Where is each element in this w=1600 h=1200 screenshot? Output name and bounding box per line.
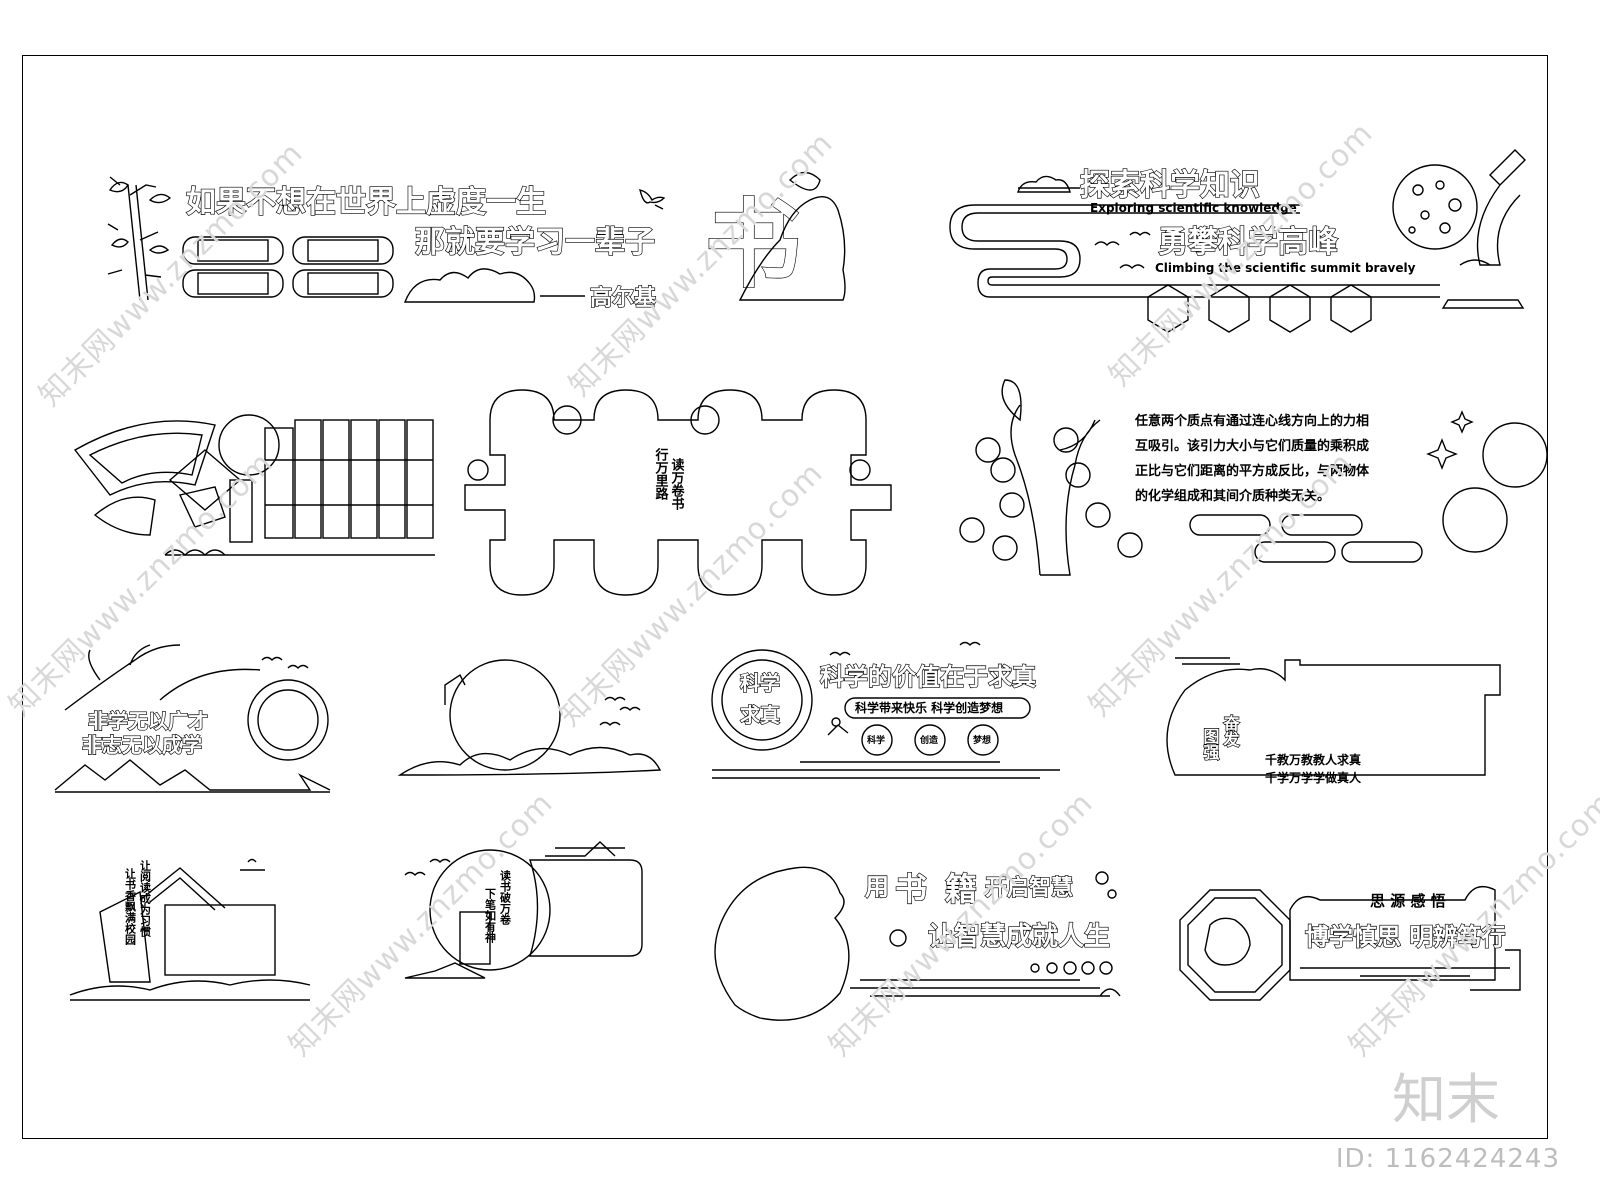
wave-base [69, 979, 311, 1001]
p10-line1: 千教万教教人求真 [1265, 752, 1361, 767]
image-id: ID: 1162424243 [1335, 1144, 1560, 1174]
bird-icon [599, 696, 641, 726]
panel-reading-habit: 让阅读成为习惯 让书香飘满校园 [69, 859, 311, 1001]
p5-col2: 行万里路 [653, 447, 670, 500]
wave-ribbon [949, 204, 1440, 298]
panel-fan-bookshelf [73, 414, 435, 556]
octagon-lattice-frame [1179, 889, 1291, 1001]
reader-silhouette [738, 171, 846, 301]
p9-c2: 创造 [919, 734, 939, 746]
p12-line2: 下笔如有神 [484, 888, 497, 944]
p6-line4: 的化学组成和其间介质种类无关。 [1135, 488, 1330, 504]
p13-line1: 用 [865, 873, 889, 901]
p9-badge1: 科学 [740, 671, 780, 695]
p13-line1c: 籍 [945, 870, 977, 908]
cloud-shape [403, 268, 536, 303]
moon-circle [714, 866, 850, 1021]
p12-line1: 读书破万卷 [499, 869, 513, 925]
panel-read-travel: 读万卷书 行万里路 [464, 389, 892, 596]
p5-col1: 读万卷书 [669, 457, 686, 511]
p2-subtitle: 勇攀科学高峰 [1158, 225, 1338, 260]
p14-main: 博学慎思 明辨笃行 [1305, 923, 1505, 951]
panel-lifelong-learning: 如果不想在世界上虚度一生 那就要学习一辈子 高尔基 书 [107, 171, 846, 312]
p7-line2: 非志无以成学 [82, 733, 202, 757]
mountain-shape [54, 759, 331, 791]
scroll-board [529, 859, 643, 957]
p13-line1d: 开启智慧 [985, 875, 1073, 901]
star-icon [1426, 410, 1474, 470]
p13-line1b: 书 [895, 870, 927, 908]
cloud-shape [1017, 175, 1071, 193]
p11-line2: 让书香飘满校园 [124, 867, 138, 946]
gear-icon [1442, 422, 1548, 553]
p13-line2: 让智慧成就人生 [928, 922, 1110, 952]
p1-line2: 那就要学习一辈子 [415, 225, 655, 260]
fence-panels [264, 419, 434, 539]
p7-line1: 非学无以广才 [88, 709, 208, 733]
badge-circle [711, 649, 813, 751]
microscope-icon [1392, 149, 1526, 309]
moon-circle [429, 849, 551, 971]
p5-vertical-text: 读万卷书 行万里路 [653, 447, 686, 511]
diamond-lattice [168, 449, 242, 511]
round-lattice-frame [247, 679, 329, 761]
panel-science-truth: 科学 求真 科学的价值在于求真 科学带来快乐 科学创造梦想 科学 创造 梦想 [711, 641, 1060, 779]
panel-motto: 思 源 感 悟 博学慎思 明辨笃行 [1179, 886, 1521, 1001]
p10-v1: 奋发 [1221, 714, 1241, 748]
p2-title: 探索科学知识 [1080, 168, 1260, 203]
ornate-frames [182, 236, 394, 298]
panel-explore-science: 探索科学知识 Exploring scientific knowledge 勇攀… [949, 149, 1526, 333]
hexagon-row [1147, 284, 1372, 333]
display-board [164, 904, 276, 976]
p10-line2: 千学万学学做真人 [1265, 770, 1362, 785]
p6-line2: 互吸引。该引力大小与它们质量的乘积成 [1135, 438, 1369, 454]
scalloped-board [1166, 659, 1501, 776]
p1-book-char: 书 [705, 189, 801, 301]
panel-read-books: 读书破万卷 下笔如有神 [404, 841, 643, 979]
molecule-icon [827, 717, 849, 736]
panel-seek-truth: 奋发 图强 千教万教教人求真 千学万学学做真人 [1166, 657, 1501, 785]
moon-circle [449, 659, 561, 771]
p14-top: 思 源 感 悟 [1370, 892, 1446, 910]
panel-wisdom: 用 书 籍 开启智慧 让智慧成就人生 [714, 866, 1121, 1021]
bamboo-icon [107, 176, 172, 301]
drawing-frame [22, 55, 1548, 1139]
fan-icon [73, 420, 216, 496]
p9-c1: 科学 [867, 734, 885, 746]
p2-subtitle-en: Climbing the scientific summit bravely [1155, 261, 1416, 275]
p9-badge2: 求真 [740, 703, 780, 727]
panel-moon-clouds [397, 659, 662, 776]
plum-branch-icon [64, 644, 181, 711]
cloud-shape [397, 746, 662, 776]
arched-board [464, 389, 892, 596]
cloud-board [1289, 886, 1496, 981]
p1-line3: 高尔基 [590, 285, 657, 311]
bird-icon [1094, 231, 1151, 269]
p9-subtitle: 科学带来快乐 科学创造梦想 [855, 700, 1003, 715]
p10-v2: 图强 [1201, 728, 1220, 761]
panel-gravitation: 任意两个质点有通过连心线方向上的力相 互吸引。该引力大小与它们质量的乘积成 正比… [959, 379, 1548, 576]
brand-logo: 知末 [1392, 1068, 1500, 1131]
dot-row [889, 871, 1117, 975]
panel-learning-will: 非学无以广才 非志无以成学 [54, 644, 331, 793]
p9-c3: 梦想 [973, 734, 991, 746]
wave-ribbon-inner [961, 212, 1440, 286]
p9-title: 科学的价值在于求真 [820, 663, 1036, 691]
p1-line1: 如果不想在世界上虚度一生 [186, 185, 546, 220]
apple-tree-icon [1001, 379, 1101, 576]
p6-line1: 任意两个质点有通过连心线方向上的力相 [1134, 413, 1369, 429]
bird-icon [639, 189, 666, 210]
roof-shape [139, 867, 226, 909]
p11-line1: 让阅读成为习惯 [139, 859, 152, 938]
p6-line3: 正比与它们距离的平方成反比，与两物体 [1135, 463, 1370, 479]
